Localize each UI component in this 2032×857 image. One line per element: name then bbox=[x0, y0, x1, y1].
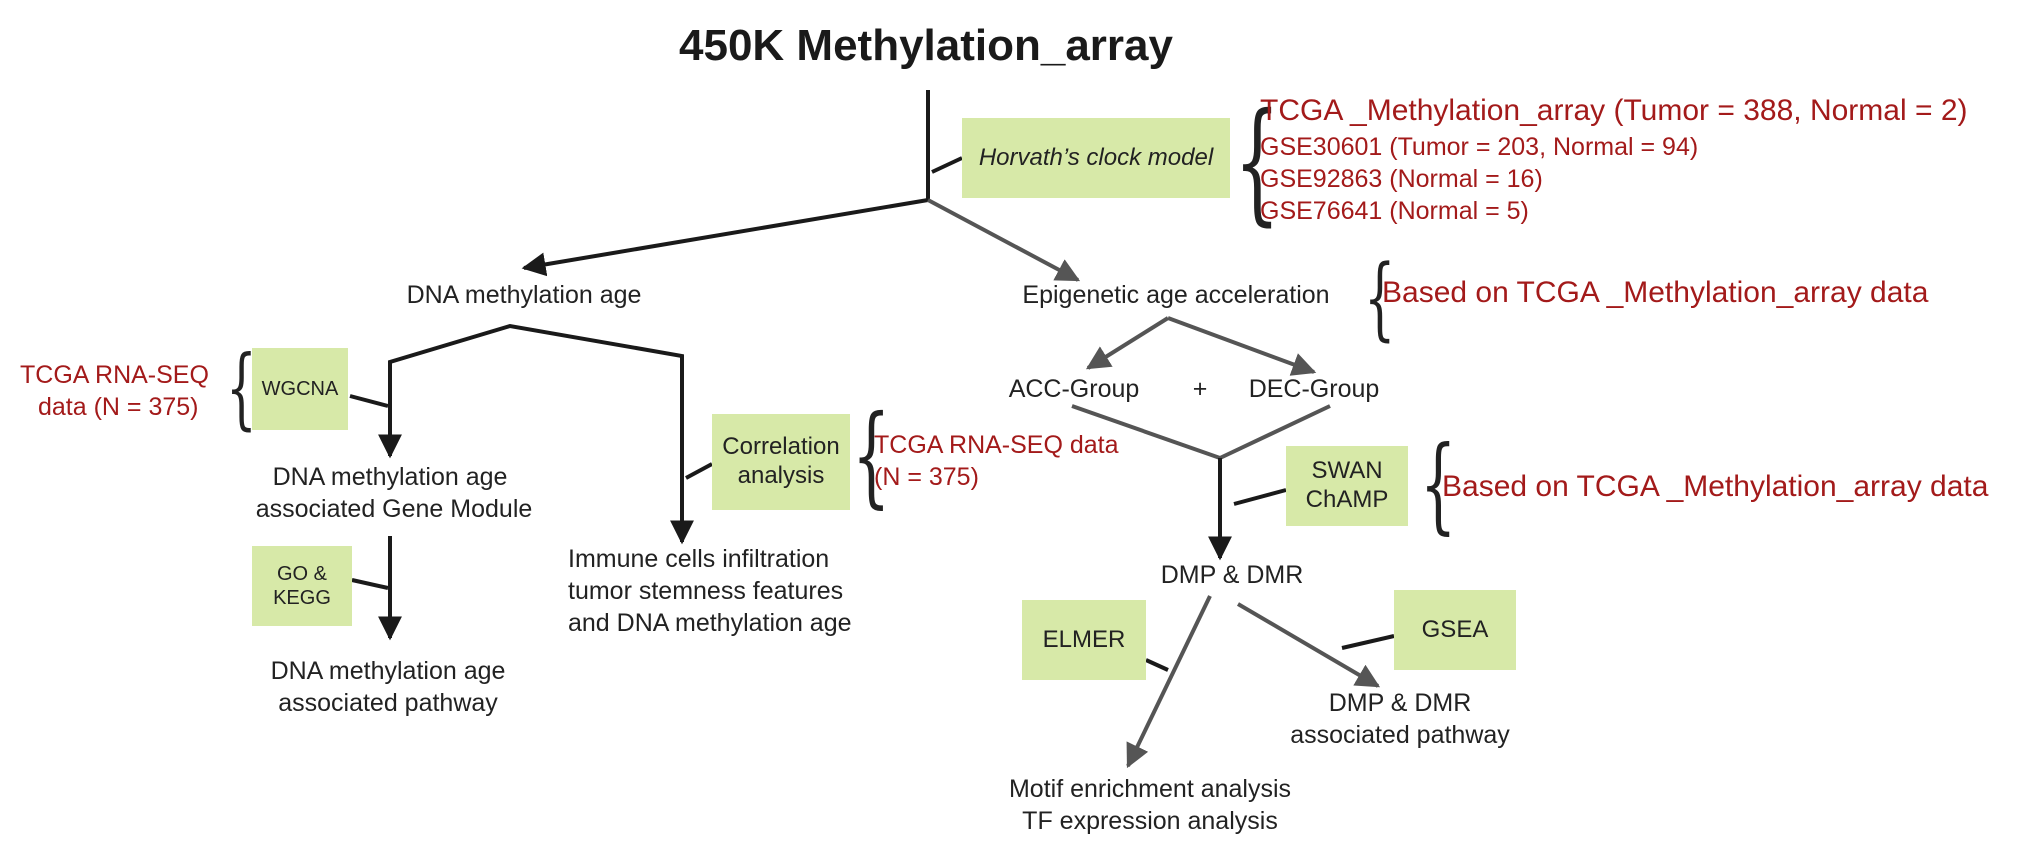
swan-champ-label: SWAN ChAMP bbox=[1305, 457, 1389, 513]
wgcna-label: WGCNA bbox=[261, 378, 339, 400]
horvath-clock-label: Horvath’s clock model bbox=[978, 143, 1214, 171]
swan-champ-box: SWAN ChAMP bbox=[1286, 446, 1408, 526]
corr-note-line2: (N = 375) bbox=[874, 463, 979, 491]
elmer-box: ELMER bbox=[1022, 600, 1146, 680]
dataset-gse76641: GSE76641 (Normal = 5) bbox=[1260, 197, 1529, 225]
dna-methylation-age-node: DNA methylation age bbox=[406, 281, 642, 309]
datasets-brace: { bbox=[1234, 85, 1281, 239]
dataset-gse30601: GSE30601 (Tumor = 203, Normal = 94) bbox=[1260, 133, 1699, 161]
gsea-label: GSEA bbox=[1421, 615, 1489, 643]
immune-line2: tumor stemness features bbox=[568, 577, 844, 605]
diagram-title: 450K Methylation_array bbox=[679, 21, 1173, 70]
wgcna-box: WGCNA bbox=[252, 348, 348, 430]
elmer-connector bbox=[1145, 658, 1169, 672]
swan-connector bbox=[1233, 488, 1287, 506]
gsea-box: GSEA bbox=[1394, 590, 1516, 670]
swan-brace: { bbox=[1420, 423, 1457, 545]
arrow-to-dmp-pathway bbox=[1236, 602, 1381, 688]
corr-note-line1: TCGA RNA-SEQ data bbox=[874, 431, 1119, 459]
eaa-node: Epigenetic age acceleration bbox=[1022, 281, 1330, 309]
arrow-to-dec bbox=[1167, 316, 1317, 376]
acc-group-node: ACC-Group bbox=[1008, 375, 1140, 403]
motif-line2: TF expression analysis bbox=[1022, 807, 1278, 835]
immune-line1: Immune cells infiltration bbox=[568, 545, 830, 573]
swan-note: Based on TCGA _Methylation_array data bbox=[1442, 470, 1989, 503]
dec-merge-line bbox=[1219, 404, 1331, 460]
elmer-label: ELMER bbox=[1042, 625, 1126, 653]
horvath-connector bbox=[931, 156, 963, 174]
horvath-clock-box: Horvath’s clock model bbox=[962, 118, 1230, 198]
gsea-connector bbox=[1341, 634, 1395, 650]
arrow-to-motif bbox=[1126, 595, 1212, 769]
dmp-pathway-line1: DMP & DMR bbox=[1328, 689, 1472, 717]
eaa-brace: { bbox=[1364, 246, 1396, 351]
dec-group-node: DEC-Group bbox=[1248, 375, 1380, 403]
arrow-to-eaa bbox=[927, 198, 1081, 282]
rnaseq-note-line2: data (N = 375) bbox=[38, 393, 199, 421]
left-split-bracket bbox=[388, 323, 684, 478]
wgcna-connector bbox=[349, 394, 389, 408]
arrow-to-dna-age bbox=[521, 198, 929, 277]
wgcna-brace: { bbox=[226, 336, 257, 439]
acc-merge-line bbox=[1071, 404, 1221, 460]
rnaseq-note-line1: TCGA RNA-SEQ bbox=[20, 361, 209, 389]
eaa-note: Based on TCGA _Methylation_array data bbox=[1382, 276, 1929, 309]
correlation-box: Correlation analysis bbox=[712, 414, 850, 510]
dna-pathway-line2: associated pathway bbox=[278, 689, 498, 717]
dataset-gse92863: GSE92863 (Normal = 16) bbox=[1260, 165, 1543, 193]
arrow-to-acc bbox=[1085, 316, 1170, 370]
dmp-pathway-line2: associated pathway bbox=[1290, 721, 1510, 749]
correlation-label: Correlation analysis bbox=[722, 433, 840, 489]
plus-sign: + bbox=[1192, 375, 1208, 403]
dataset-tcga: TCGA _Methylation_array (Tumor = 388, No… bbox=[1260, 94, 1968, 127]
motif-line1: Motif enrichment analysis bbox=[1008, 775, 1292, 803]
gene-module-line2: associated Gene Module bbox=[255, 495, 533, 523]
gene-module-line1: DNA methylation age bbox=[272, 463, 508, 491]
dna-pathway-line1: DNA methylation age bbox=[270, 657, 506, 685]
gokegg-label: GO & KEGG bbox=[273, 563, 331, 609]
correlation-connector bbox=[685, 462, 713, 480]
dmp-dmr-node: DMP & DMR bbox=[1160, 561, 1304, 589]
gokegg-connector bbox=[351, 578, 389, 590]
correlation-brace: { bbox=[852, 391, 891, 519]
gokegg-box: GO & KEGG bbox=[252, 546, 352, 626]
immune-line3: and DNA methylation age bbox=[568, 609, 852, 637]
